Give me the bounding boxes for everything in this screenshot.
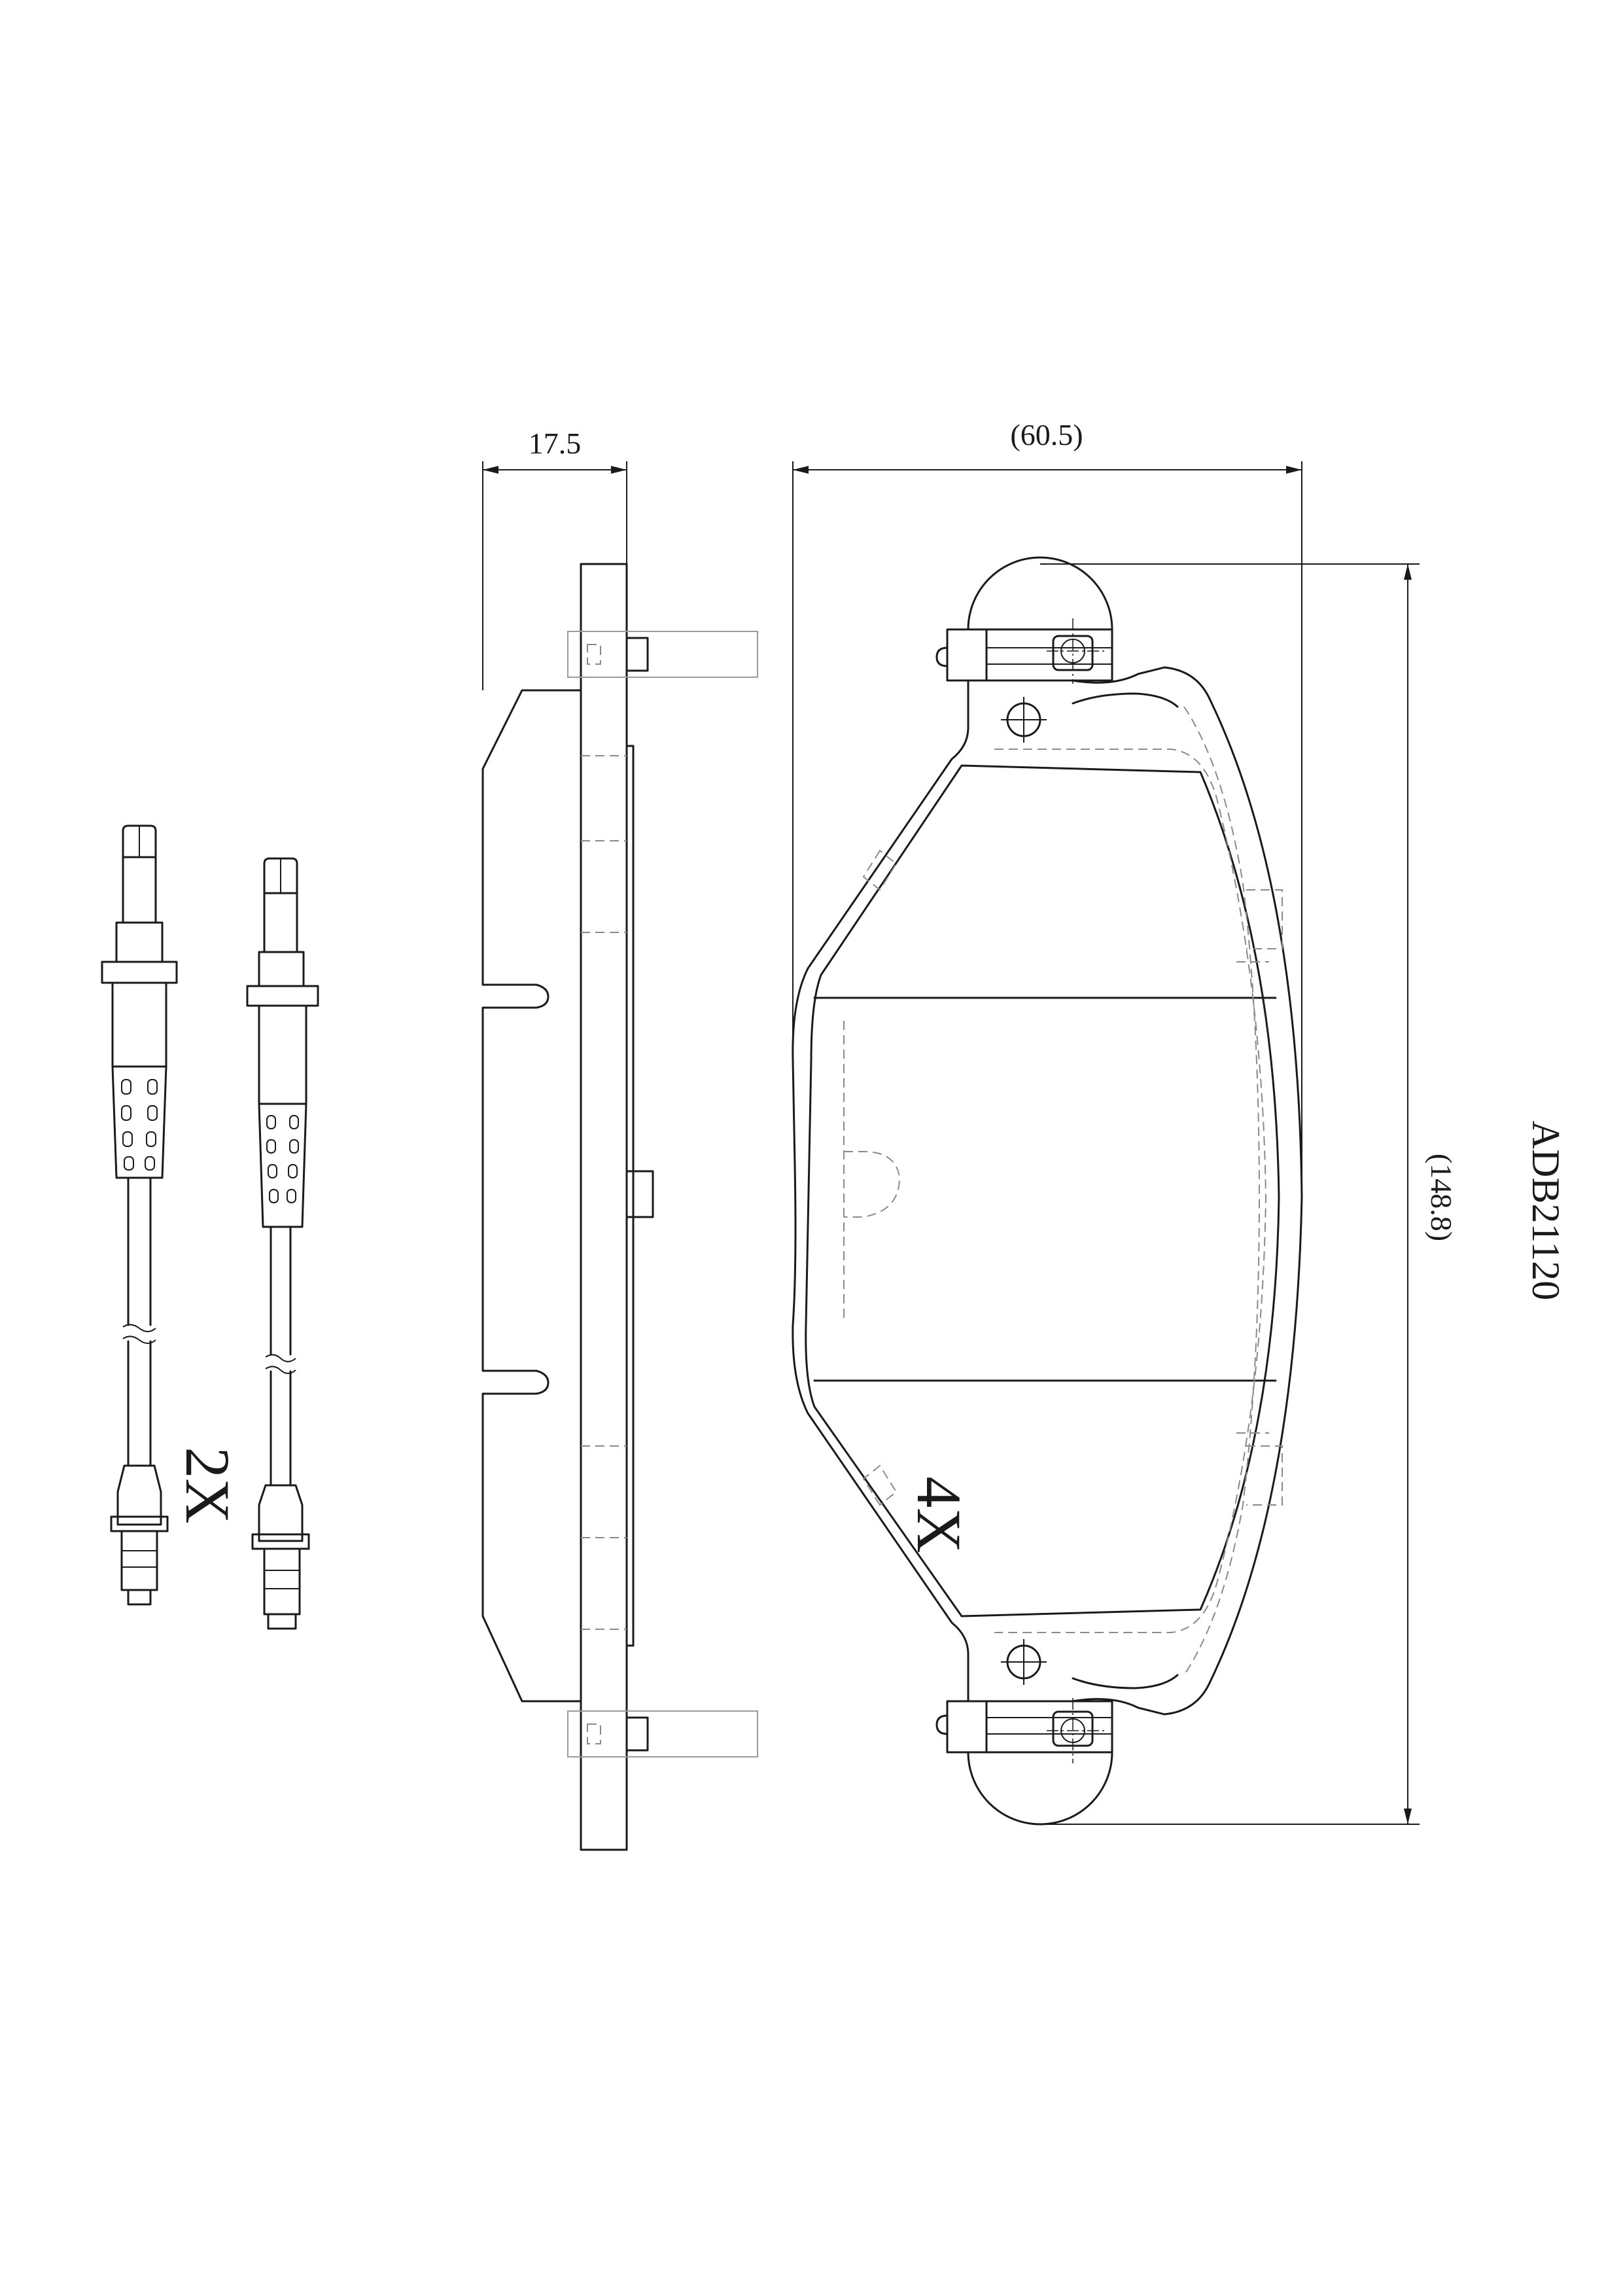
sensor-quantity-label: 2X [173,1447,243,1523]
dimension-length: (148.8) [1040,563,1458,1825]
pad-quantity-label: 4X [904,1476,974,1553]
wear-sensor-left [101,824,178,1606]
dimension-width: (60.5) [792,418,1302,1197]
dimension-thickness-label: 17.5 [529,427,582,460]
dimension-length-label: (148.8) [1425,1154,1458,1241]
part-number: ADB21120 [1524,1121,1567,1300]
dimension-thickness: 17.5 [482,427,627,690]
wear-sensor-right [246,857,319,1630]
dimension-width-label: (60.5) [1010,418,1083,451]
pad-front-view [792,556,1303,1826]
pad-side-view [481,563,758,1851]
